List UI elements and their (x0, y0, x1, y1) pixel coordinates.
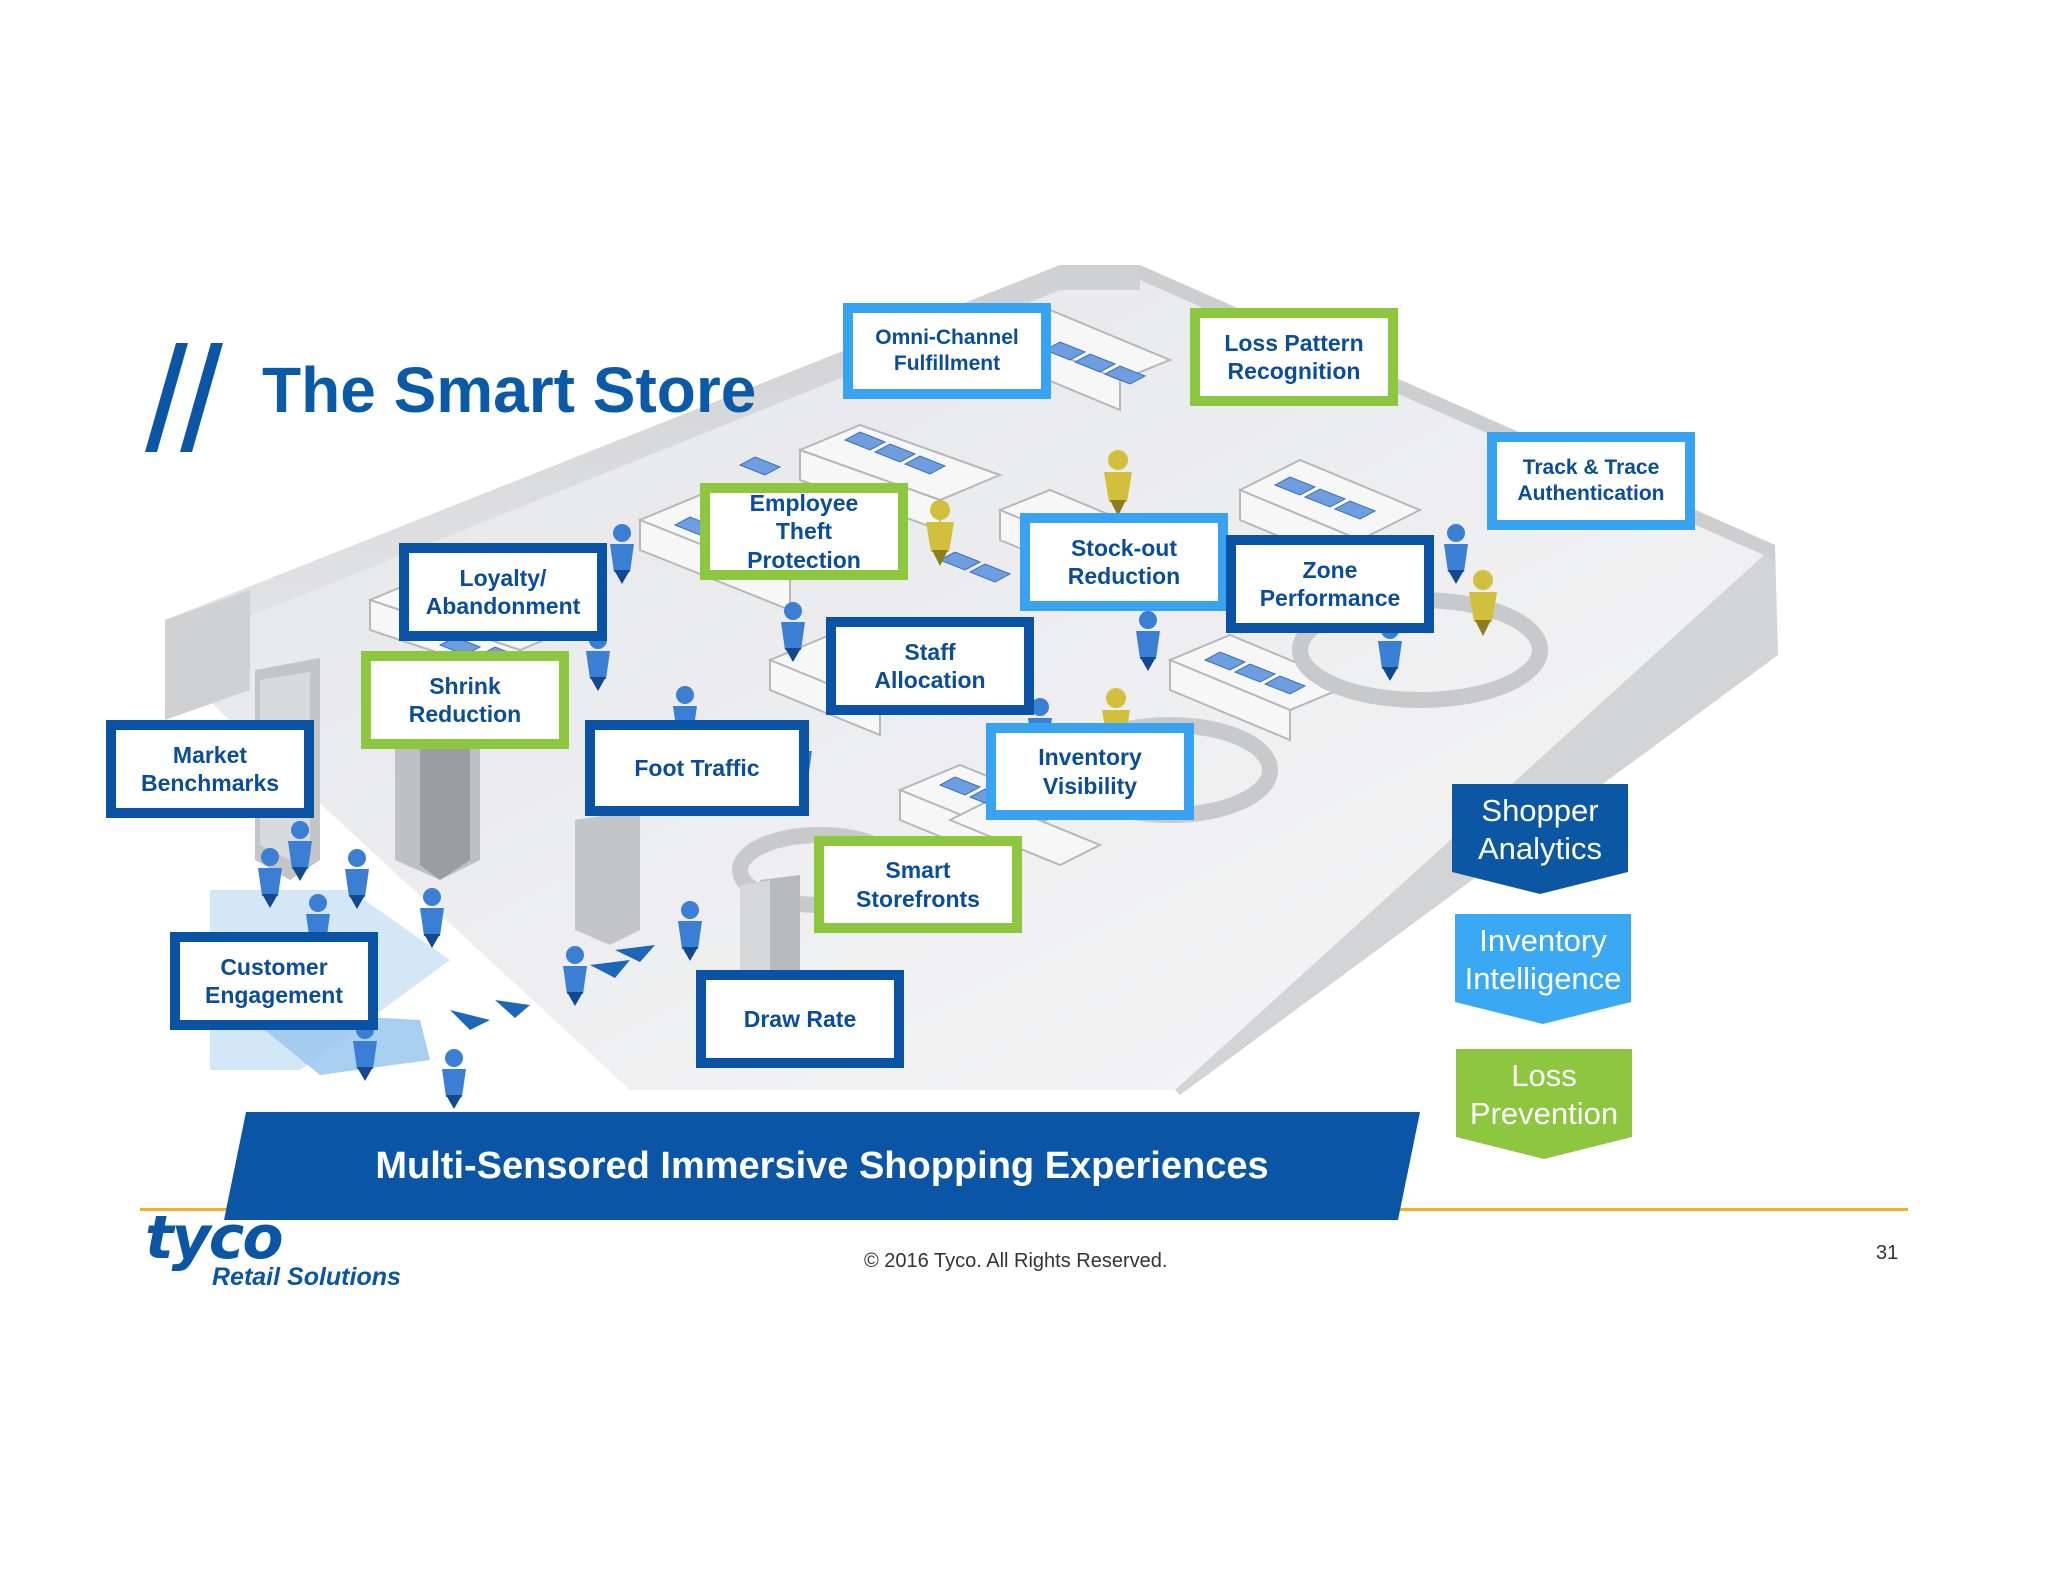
callout-draw-rate[interactable]: Draw Rate (696, 970, 904, 1068)
callout-foot-traffic[interactable]: Foot Traffic (585, 720, 809, 816)
bottom-banner-text: Multi-Sensored Immersive Shopping Experi… (375, 1144, 1269, 1187)
tyco-logo-subtitle: Retail Solutions (212, 1263, 401, 1291)
copyright-text: © 2016 Tyco. All Rights Reserved. (864, 1250, 1168, 1272)
callout-loyalty-abandonment[interactable]: Loyalty/ Abandonment (399, 543, 607, 641)
callout-smart-storefronts[interactable]: Smart Storefronts (814, 836, 1022, 933)
callout-market-benchmarks[interactable]: Market Benchmarks (106, 720, 314, 818)
title-slash-mark (145, 343, 223, 452)
callout-employee-theft-protection[interactable]: Employee Theft Protection (700, 483, 908, 580)
callout-loss-pattern-recognition[interactable]: Loss Pattern Recognition (1190, 308, 1398, 406)
callout-zone-performance[interactable]: Zone Performance (1226, 535, 1434, 633)
page-number: 31 (1876, 1242, 1899, 1264)
callout-customer-engagement[interactable]: Customer Engagement (170, 932, 378, 1030)
legend-inventory-intelligence: Inventory Intelligence (1455, 914, 1631, 1024)
legend-shopper-analytics: Shopper Analytics (1452, 784, 1628, 894)
callout-shrink-reduction[interactable]: Shrink Reduction (361, 651, 569, 749)
store-left-wall (165, 590, 250, 720)
callout-staff-allocation[interactable]: Staff Allocation (826, 617, 1034, 715)
callout-track-trace-authentication[interactable]: Track & Trace Authentication (1487, 432, 1695, 530)
callout-omni-channel-fulfillment[interactable]: Omni-Channel Fulfillment (843, 303, 1051, 399)
callout-inventory-visibility[interactable]: Inventory Visibility (986, 723, 1194, 820)
callout-stock-out-reduction[interactable]: Stock-out Reduction (1020, 513, 1228, 611)
legend-loss-prevention: Loss Prevention (1456, 1049, 1632, 1159)
page-title: The Smart Store (262, 354, 757, 426)
bottom-banner (224, 1112, 1420, 1220)
tyco-logo: tyco (145, 1203, 284, 1273)
